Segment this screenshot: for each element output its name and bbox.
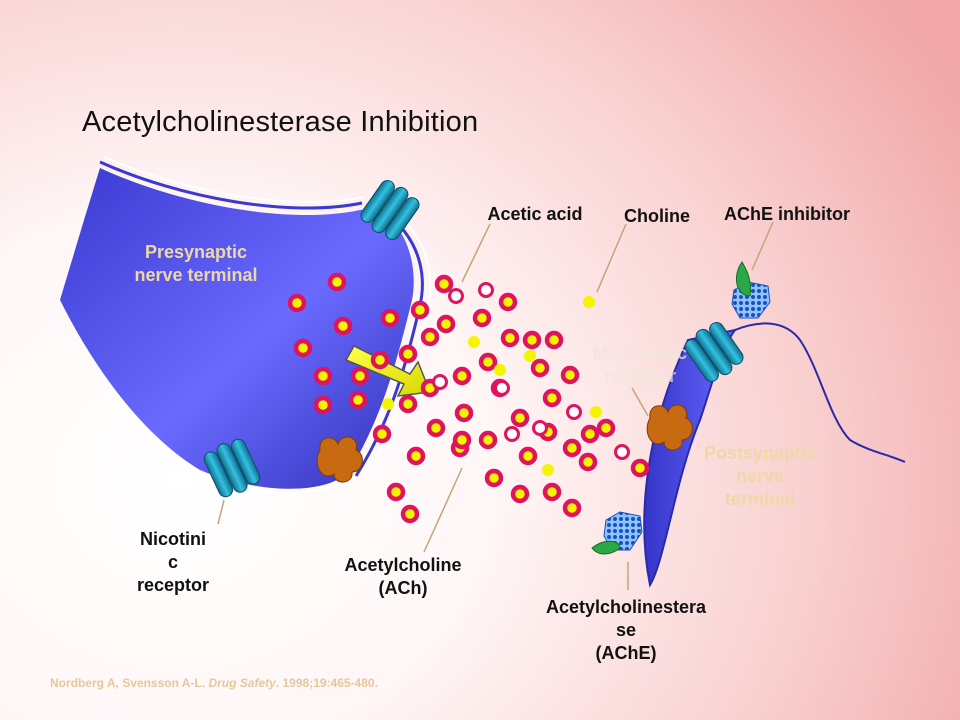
choline-molecule (494, 364, 506, 376)
choline-label: Choline (624, 206, 690, 226)
citation-details: . 1998;19:465-480. (275, 676, 378, 690)
acetylcholine-molecule (293, 338, 313, 358)
page-title: Acetylcholinesterase Inhibition (82, 106, 479, 138)
presynaptic-label: Presynaptic nerve terminal (134, 242, 258, 285)
acetylcholine-molecule (426, 418, 446, 438)
acetylcholine-molecule (542, 482, 562, 502)
pointer-lines (217, 221, 774, 590)
acetylcholine-molecule (452, 430, 472, 450)
acetylcholine-molecule (287, 293, 307, 313)
acetylcholine-molecule (560, 365, 580, 385)
acetylcholine-molecule (596, 418, 616, 438)
acetylcholine-molecule (348, 390, 368, 410)
acetic-acid-molecule (432, 374, 448, 390)
nicotinic-receptor-bottom (203, 438, 261, 498)
release-arrow (344, 345, 432, 397)
acetylcholine-molecule (580, 424, 600, 444)
acetic-acid-molecule (494, 380, 510, 396)
choline-molecule (583, 296, 595, 308)
muscarinic-receptor-pre (316, 436, 363, 483)
acetic-acid-molecule (614, 444, 630, 460)
choline-molecule (468, 336, 480, 348)
acetylcholine-molecule (500, 328, 520, 348)
muscarinic-receptor-post (646, 404, 693, 451)
acetylcholine-molecule (400, 504, 420, 524)
acetic-acid-molecule (566, 404, 582, 420)
acetylcholine-molecule (333, 316, 353, 336)
ache-label: Acetylcholinestera se (AChE) (545, 597, 707, 663)
acetylcholine-molecule (510, 484, 530, 504)
acetylcholine-molecule (350, 366, 370, 386)
ache-inhibitor-label: AChE inhibitor (724, 204, 850, 224)
acetylcholine-molecule (542, 388, 562, 408)
acetylcholine-molecule (436, 314, 456, 334)
acetylcholine-label: Acetylcholine (ACh) (344, 555, 462, 598)
acetic-acid-label: Acetic acid (487, 204, 583, 224)
acetylcholine-molecule (478, 430, 498, 450)
acetylcholine-molecule (498, 292, 518, 312)
choline-molecule (590, 406, 602, 418)
acetylcholine-molecule (518, 446, 538, 466)
acetylcholine-molecule (406, 446, 426, 466)
acetylcholine-molecule (484, 468, 504, 488)
acetylcholine-molecule (472, 308, 492, 328)
acetylcholine-molecule (478, 352, 498, 372)
nicotinic-receptor-post (684, 321, 744, 383)
acetylcholine-molecule (530, 358, 550, 378)
ache-enzyme-bottom (591, 511, 643, 555)
acetylcholine-molecule (398, 394, 418, 414)
acetylcholine-molecule (410, 300, 430, 320)
acetylcholine-molecule (452, 366, 472, 386)
acetylcholine-molecule (327, 272, 347, 292)
acetylcholine-molecule (434, 274, 454, 294)
acetylcholine-molecule (386, 482, 406, 502)
acetic-acid-molecule (448, 288, 464, 304)
choline-molecule (382, 398, 394, 410)
choline-molecules (382, 296, 602, 476)
acetylcholine-molecule (372, 424, 392, 444)
acetylcholine-molecule (454, 403, 474, 423)
acetylcholine-molecule (544, 330, 564, 350)
acetylcholine-molecule (313, 395, 333, 415)
choline-molecule (524, 350, 536, 362)
acetic-acid-molecule (504, 426, 520, 442)
acetic-acid-molecule (532, 420, 548, 436)
postsynaptic-label: Postsynaptic nerve terminal (703, 443, 817, 509)
choline-molecule (542, 464, 554, 476)
muscarinic-receptor-label: Muscarinic receptor (592, 343, 688, 386)
acetylcholine-molecule (510, 408, 530, 428)
acetylcholine-molecule (398, 344, 418, 364)
acetylcholine-molecule (562, 498, 582, 518)
acetic-acid-molecule (478, 282, 494, 298)
acetylcholine-molecule (562, 438, 582, 458)
acetylcholine-molecule (578, 452, 598, 472)
acetylcholine-molecule (420, 327, 440, 347)
acetylcholine-molecule (370, 350, 390, 370)
citation: Nordberg A, Svensson A-L. Drug Safety. 1… (50, 676, 378, 690)
acetylcholine-molecule (313, 366, 333, 386)
citation-journal: Drug Safety (208, 676, 276, 690)
acetylcholine-molecule (380, 308, 400, 328)
citation-authors: Nordberg A, Svensson A-L. (50, 676, 209, 690)
acetylcholine-molecule (522, 330, 542, 350)
nicotinic-receptor-top (360, 179, 420, 241)
ache-enzyme-top (731, 261, 771, 319)
nicotinic-receptor-label: Nicotini c receptor (136, 529, 210, 595)
acetylcholine-molecules (287, 272, 650, 524)
acetylcholine-molecule (630, 458, 650, 478)
